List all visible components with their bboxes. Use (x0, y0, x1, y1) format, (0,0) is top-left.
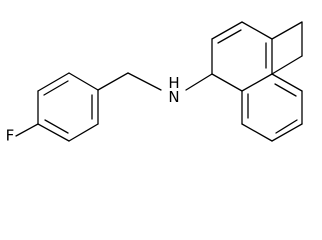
naph-bond-3 (241, 21, 273, 40)
naph-bond-14 (271, 73, 303, 92)
naph-bond-5 (241, 73, 273, 92)
bond-ring-ch2 (97, 72, 129, 91)
naph-inner-1 (217, 29, 242, 44)
fluorophenyl-ring (15, 72, 99, 142)
nitrogen-hydrogen-label: H (168, 74, 179, 92)
nitrogen-symbol-label: N (168, 88, 179, 106)
naph-bond-6 (211, 73, 243, 92)
fluorine-label: F (6, 127, 15, 145)
bond-ch2-n (127, 72, 162, 91)
naph-bond-2 (211, 21, 243, 40)
inner-double-bond-1 (43, 80, 69, 96)
naph-inner-5 (274, 83, 297, 97)
bond-ring-5 (68, 123, 99, 142)
bond-n-naphthyl (185, 73, 213, 91)
naph-inner-4 (275, 119, 298, 134)
inner-double-bond-3 (44, 119, 69, 134)
naph-bond-7 (271, 21, 303, 40)
bond-ring-6 (37, 123, 70, 142)
benzyl-linker (97, 72, 213, 91)
naph-bond-12 (271, 123, 303, 142)
naph-bond-9 (271, 55, 303, 75)
bond-ring-3 (68, 72, 99, 91)
naphthalene (211, 21, 303, 142)
bond-f-ring (15, 123, 39, 137)
bond-ring-2 (37, 72, 70, 92)
naph-bond-11 (241, 123, 273, 142)
